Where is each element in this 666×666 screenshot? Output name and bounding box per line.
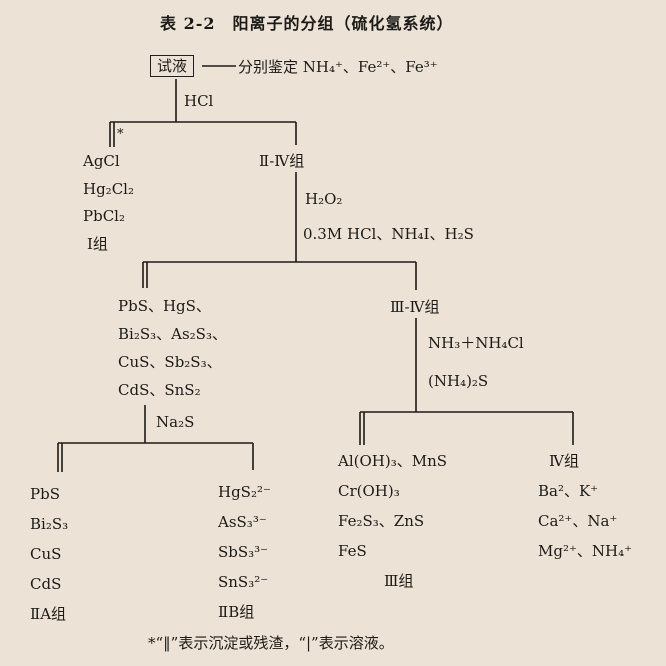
group1-item: AgCl (83, 152, 120, 170)
group1-item: Hg₂Cl₂ (83, 180, 134, 198)
reagent-acid-mix: 0.3M HCl、NH₄I、H₂S (303, 225, 474, 243)
page-title: 表 2-2 阳离子的分组（硫化氢系统） (160, 14, 454, 33)
identify-note: 分别鉴定 NH₄⁺、Fe²⁺、Fe³⁺ (238, 58, 438, 76)
group3-item: Cr(OH)₃ (338, 482, 400, 500)
group2-ppt-line: Bi₂S₃、As₂S₃、 (118, 325, 227, 343)
group2a-item: Bi₂S₃ (30, 515, 69, 533)
group3-item: Al(OH)₃、MnS (338, 452, 448, 470)
group3-item: Fe₂S₃、ZnS (338, 512, 425, 530)
group2-4-label: Ⅱ-Ⅳ组 (259, 152, 305, 170)
group4-item: Mg²⁺、NH₄⁺ (538, 542, 633, 560)
sample-box: 试液 (150, 55, 195, 77)
reagent-ammonium-sulfide: (NH₄)₂S (428, 372, 489, 390)
group2b-label: ⅡB组 (218, 603, 255, 621)
group4-item: Ba²、K⁺ (538, 482, 599, 500)
reagent-na2s: Na₂S (156, 413, 195, 431)
group2b-item: SnS₃²⁻ (218, 573, 269, 591)
reagent-hcl: HCl (184, 92, 214, 110)
group1-item: PbCl₂ (83, 207, 125, 225)
group2-ppt-line: CdS、SnS₂ (118, 381, 201, 399)
group1-label: Ⅰ组 (87, 235, 108, 253)
group3-4-label: Ⅲ-Ⅳ组 (390, 298, 440, 316)
group2-ppt-line: CuS、Sb₂S₃、 (118, 353, 222, 371)
group2b-item: AsS₃³⁻ (218, 513, 267, 531)
group3-label: Ⅲ组 (384, 572, 414, 590)
group3-item: FeS (338, 542, 367, 560)
reagent-ammonia: NH₃＋NH₄Cl (428, 334, 524, 352)
footnote-marker: * (117, 127, 124, 142)
group2a-item: CuS (30, 545, 62, 563)
group2-ppt-line: PbS、HgS、 (118, 297, 211, 315)
footnote: *“‖”表示沉淀或残渣，“|”表示溶液。 (148, 634, 394, 652)
group2a-item: PbS (30, 485, 60, 503)
group2a-label: ⅡA组 (30, 605, 67, 623)
group4-item: Ca²⁺、Na⁺ (538, 512, 618, 530)
group2b-item: SbS₃³⁻ (218, 543, 269, 561)
group4-label: Ⅳ组 (549, 452, 579, 470)
reagent-h2o2: H₂O₂ (305, 190, 343, 208)
group2a-item: CdS (30, 575, 62, 593)
group2b-item: HgS₂²⁻ (218, 483, 271, 501)
